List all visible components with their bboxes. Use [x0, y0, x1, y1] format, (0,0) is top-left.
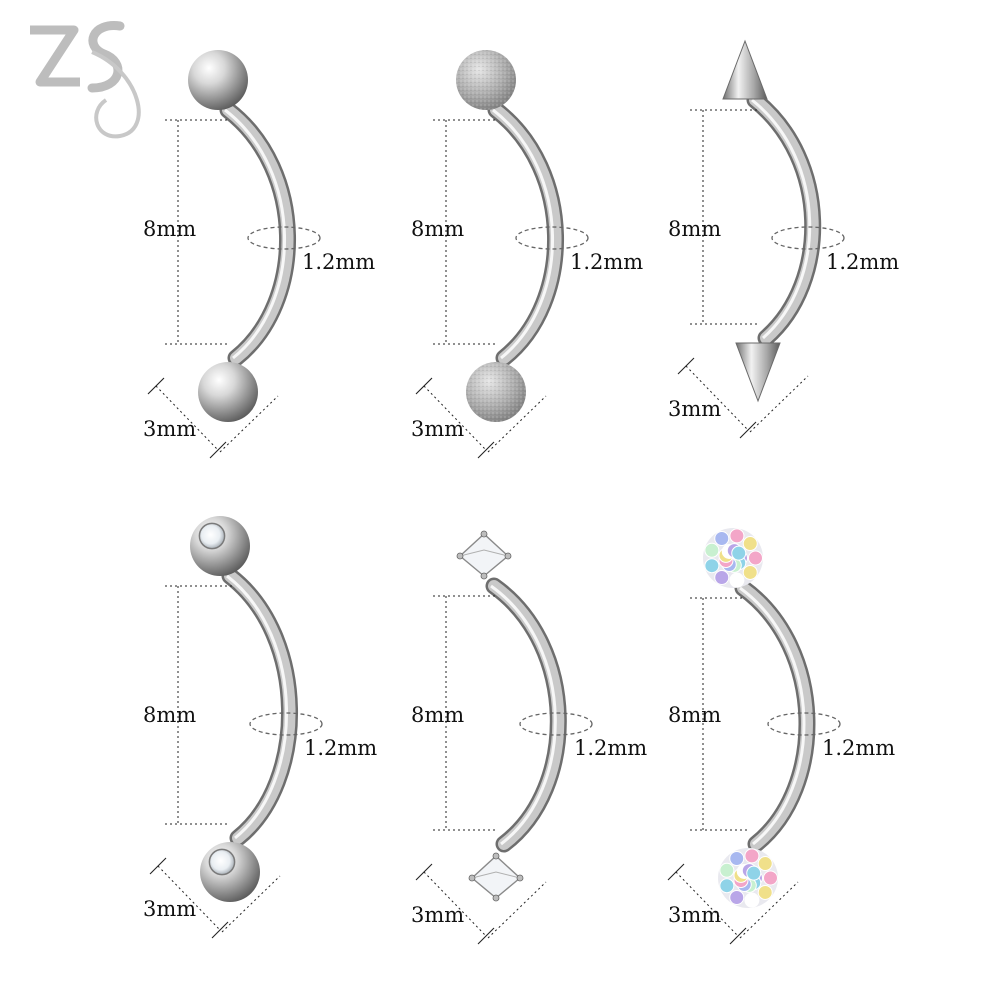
- brand-logo: [30, 21, 141, 139]
- barbell-rod: [737, 582, 813, 850]
- ball-tick-a: [149, 857, 167, 875]
- ball-tick-b: [211, 921, 229, 939]
- ball-tick-a: [677, 357, 695, 375]
- top-spike-cone-icon: [722, 39, 768, 100]
- top-crystal-cluster-ball-icon: [703, 528, 763, 588]
- ball-guide-b: [219, 395, 279, 453]
- bottom-frosted-ball-icon: [466, 362, 526, 422]
- length-label: 8mm: [143, 217, 196, 241]
- gauge-label: 1.2mm: [822, 736, 895, 760]
- gauge-label: 1.2mm: [826, 250, 899, 274]
- bottom-polished-ball-icon: [198, 362, 258, 422]
- length-label: 8mm: [411, 217, 464, 241]
- barbell-rod: [749, 94, 819, 344]
- ball-guide-b: [487, 881, 547, 939]
- brand-swoosh: [91, 50, 141, 139]
- length-label: 8mm: [411, 703, 464, 727]
- ball-guide-b: [487, 395, 547, 453]
- ball-size-label: 3mm: [411, 417, 464, 441]
- length-label: 8mm: [143, 703, 196, 727]
- gauge-label: 1.2mm: [304, 736, 377, 760]
- ball-size-label: 3mm: [143, 897, 196, 921]
- barbell-rod-highlight: [490, 584, 557, 846]
- barbell-rod-highlight: [226, 574, 289, 840]
- gauge-ring: [519, 712, 593, 736]
- product-spike: 8mm 1.2mm 3mm: [668, 39, 899, 439]
- ball-tick-b: [477, 927, 495, 945]
- gauge-label: 1.2mm: [570, 250, 643, 274]
- product-gem-ball: 8mm 1.2mm 3mm: [143, 516, 377, 939]
- length-label: 8mm: [668, 217, 721, 241]
- gauge-ring: [247, 226, 321, 250]
- ball-tick-b: [729, 927, 747, 945]
- bottom-prong-crystal-icon: [468, 852, 524, 902]
- length-label: 8mm: [668, 703, 721, 727]
- brand-z-letter: [30, 25, 80, 87]
- gauge-ring: [767, 712, 841, 736]
- bottom-crystal-cluster-ball-icon: [718, 848, 778, 908]
- bottom-gem-ball-icon: [200, 842, 260, 902]
- ball-size-label: 3mm: [143, 417, 196, 441]
- gauge-ring: [249, 712, 323, 736]
- barbell-rod: [490, 104, 562, 364]
- barbell-rod: [224, 570, 296, 844]
- barbell-rod: [222, 104, 294, 364]
- ball-tick-a: [415, 377, 433, 395]
- top-gem-ball-icon: [190, 516, 250, 576]
- barbell-rod-highlight: [751, 98, 812, 340]
- ball-tick-b: [739, 421, 757, 439]
- barbell-rod-highlight: [739, 586, 806, 846]
- top-prong-crystal-icon: [456, 530, 512, 580]
- gauge-ring: [515, 226, 589, 250]
- bottom-spike-cone-icon: [735, 342, 781, 403]
- product-ball: 8mm 1.2mm 3mm: [143, 50, 375, 459]
- ball-tick-a: [415, 863, 433, 881]
- brand-s-letter: [87, 21, 125, 93]
- product-frosted: 8mm 1.2mm 3mm: [411, 50, 643, 459]
- ball-tick-b: [209, 441, 227, 459]
- barbell-rod-highlight: [492, 108, 554, 360]
- ball-size-label: 3mm: [668, 903, 721, 927]
- ball-tick-b: [477, 441, 495, 459]
- barbell-rod-highlight: [224, 108, 286, 360]
- product-ferido-ball: 8mm 1.2mm 3mm: [667, 528, 895, 945]
- barbell-rod: [488, 580, 565, 850]
- ball-size-label: 3mm: [411, 903, 464, 927]
- top-polished-ball-icon: [188, 50, 248, 110]
- ball-guide-b: [749, 375, 809, 433]
- gauge-label: 1.2mm: [574, 736, 647, 760]
- ball-guide-b: [221, 875, 281, 933]
- gauge-label: 1.2mm: [302, 250, 375, 274]
- top-frosted-ball-icon: [456, 50, 516, 110]
- ball-size-label: 3mm: [668, 397, 721, 421]
- ball-tick-a: [147, 377, 165, 395]
- ball-guide-b: [739, 881, 799, 939]
- product-prong-gem: 8mm 1.2mm 3mm: [411, 530, 647, 945]
- gauge-ring: [771, 226, 845, 250]
- ball-tick-a: [667, 863, 685, 881]
